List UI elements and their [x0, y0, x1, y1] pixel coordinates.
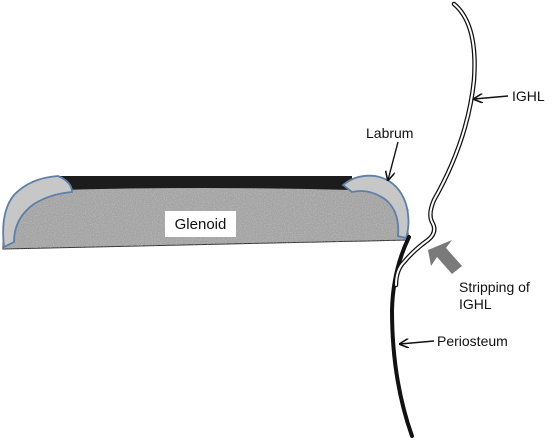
- ighl-pointer-arrow: [474, 96, 509, 99]
- glenoid-label: Glenoid: [175, 216, 227, 233]
- stripping-label-line1: Stripping of: [459, 279, 530, 295]
- labrum-left: [2, 175, 73, 249]
- labrum-right: [341, 174, 410, 240]
- periosteum-pointer-arrow: [400, 341, 435, 344]
- ighl-label: IGHL: [512, 88, 545, 104]
- stripping-arrow: [428, 240, 462, 274]
- labrum-pointer-arrow: [388, 141, 399, 180]
- periosteum-line: [389, 235, 414, 438]
- articular-cartilage: [60, 176, 352, 190]
- glenoid-label-box: [165, 211, 236, 237]
- ighl-ligament: [393, 1, 477, 288]
- stripping-label-line2: IGHL: [459, 296, 492, 312]
- labrum-label: Labrum: [366, 125, 413, 141]
- periosteum-label: Periosteum: [437, 333, 508, 349]
